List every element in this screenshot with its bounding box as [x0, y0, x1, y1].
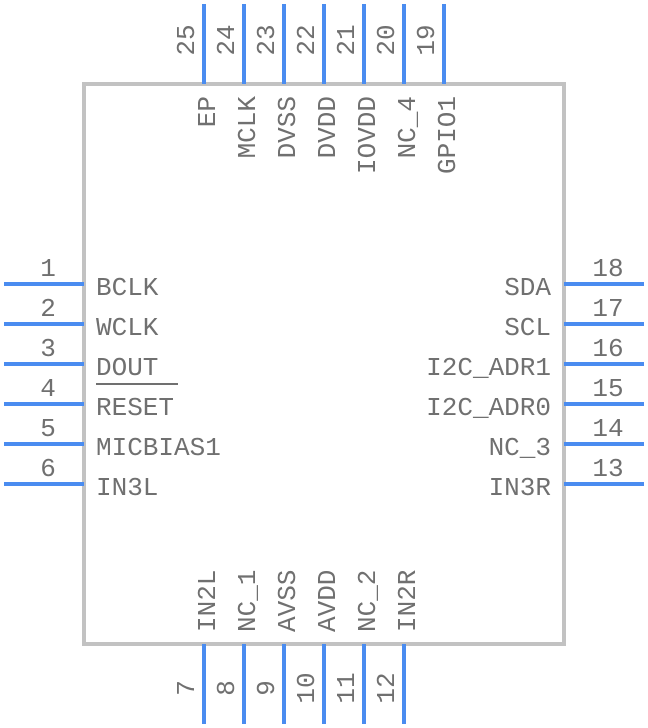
pin-label: NC_4 — [393, 96, 423, 158]
pin-number: 12 — [372, 672, 402, 703]
pin-number: 3 — [40, 334, 56, 364]
pin-label: MCLK — [233, 96, 263, 159]
pin-label: AVDD — [313, 570, 343, 632]
pin-label: IN2L — [193, 570, 223, 632]
pin-number: 14 — [592, 414, 623, 444]
pin-11: 11 NC_2 — [332, 570, 383, 724]
pin-number: 13 — [592, 454, 623, 484]
pin-label: IOVDD — [353, 96, 383, 174]
pin-number: 19 — [412, 24, 442, 55]
pin-label: NC_3 — [489, 433, 551, 463]
pin-label: DVSS — [273, 96, 303, 158]
pin-7: 7 IN2L — [172, 570, 223, 724]
pin-number: 5 — [40, 414, 56, 444]
pin-number: 15 — [592, 374, 623, 404]
pin-label: IN3L — [96, 473, 158, 503]
pin-number: 8 — [212, 680, 242, 696]
pin-12: 12 IN2R — [372, 570, 423, 724]
pin-label: SCL — [504, 313, 551, 343]
pin-number: 25 — [172, 24, 202, 55]
pin-9: 9 AVSS — [252, 570, 303, 724]
pin-label: I2C_ADR0 — [426, 393, 551, 423]
pin-number: 10 — [292, 672, 322, 703]
pin-number: 21 — [332, 24, 362, 55]
pin-label: RESET — [96, 393, 174, 423]
pin-number: 20 — [372, 24, 402, 55]
pin-number: 1 — [40, 254, 56, 284]
pin-number: 9 — [252, 680, 282, 696]
pin-number: 4 — [40, 374, 56, 404]
pin-number: 22 — [292, 24, 322, 55]
pin-label: NC_2 — [353, 570, 383, 632]
ic-body — [82, 82, 566, 646]
pin-number: 17 — [592, 294, 623, 324]
pin-number: 24 — [212, 24, 242, 55]
pin-label: SDA — [504, 273, 551, 303]
pin-label: GPIO1 — [433, 96, 463, 174]
pin-10: 10 AVDD — [292, 570, 343, 724]
pin-label: NC_1 — [233, 570, 263, 632]
pin-label: WCLK — [96, 313, 159, 343]
pin-number: 18 — [592, 254, 623, 284]
pin-8: 8 NC_1 — [212, 570, 263, 724]
pin-label: IN2R — [393, 570, 423, 632]
pin-number: 16 — [592, 334, 623, 364]
pin-number: 2 — [40, 294, 56, 324]
pin-label: EP — [193, 96, 223, 127]
pin-label: AVSS — [273, 570, 303, 632]
pin-label: MICBIAS1 — [96, 433, 221, 463]
pin-number: 11 — [332, 672, 362, 703]
pins: 1BCLK2WCLK3DOUT4RESET5MICBIAS16IN3L18SDA… — [4, 4, 644, 724]
pin-number: 7 — [172, 680, 202, 696]
pin-label: DVDD — [313, 96, 343, 158]
pin-label: DOUT — [96, 353, 158, 383]
pin-label: I2C_ADR1 — [426, 353, 551, 383]
pin-number: 23 — [252, 24, 282, 55]
pin-number: 6 — [40, 454, 56, 484]
pin-label: IN3R — [489, 473, 551, 503]
pin-label: BCLK — [96, 273, 159, 303]
